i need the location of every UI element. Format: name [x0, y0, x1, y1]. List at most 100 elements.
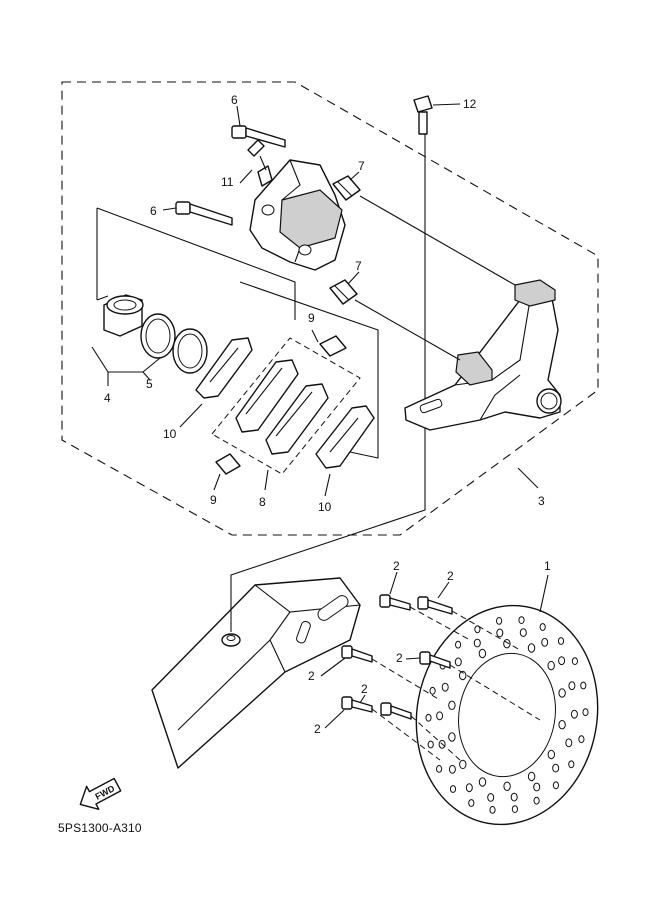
brake-pad-right — [265, 383, 329, 455]
pad-kit-boundary — [211, 337, 361, 475]
disc-vent-hole — [552, 781, 560, 790]
disc-vent-hole — [487, 793, 495, 802]
disc-vent-hole — [568, 681, 576, 691]
disc-vent-hole — [558, 656, 566, 666]
disc-bolt-2 — [417, 596, 453, 615]
fwd-arrow-icon: FWD — [79, 777, 122, 810]
callout-8: 8 — [259, 495, 266, 509]
brake-disc — [415, 604, 599, 826]
disc-vent-hole — [468, 799, 475, 807]
disc-vent-hole — [448, 732, 456, 742]
disc-vent-hole — [454, 657, 462, 667]
disc-vent-hole — [449, 785, 457, 793]
disc-vent-hole — [436, 765, 443, 773]
disc-bolt-4 — [419, 651, 451, 669]
swingarm — [151, 577, 361, 769]
disc-vent-hole — [568, 760, 575, 769]
disc-vent-hole — [580, 681, 587, 690]
disc-vent-hole — [558, 720, 566, 730]
disc-vent-hole — [547, 660, 555, 671]
disc-vent-hole — [503, 781, 511, 791]
callout-12: 12 — [463, 97, 477, 111]
callout-2-a: 2 — [393, 559, 400, 573]
disc-vent-hole — [510, 792, 518, 802]
disc-bolt-1 — [379, 594, 411, 611]
disc-vent-holes — [425, 616, 589, 814]
disc-vent-hole — [448, 764, 456, 774]
shim-left — [195, 337, 253, 399]
disc-vent-hole — [474, 625, 481, 634]
disc-vent-hole — [496, 628, 504, 638]
callout-10-left: 10 — [163, 427, 177, 441]
disc-vent-hole — [459, 759, 467, 770]
disc-vent-hole — [565, 738, 573, 748]
disc-vent-hole — [527, 643, 536, 653]
disc-vent-hole — [448, 700, 456, 710]
disc-vent-hole — [478, 648, 487, 659]
disc-vent-hole — [425, 713, 432, 722]
disc-vent-hole — [496, 617, 503, 625]
piston — [103, 294, 144, 337]
shim-right — [315, 405, 375, 469]
disc-vent-hole — [578, 735, 585, 744]
callout-6-lower: 6 — [150, 204, 157, 218]
callout-9-upper: 9 — [308, 311, 315, 325]
disc-vent-hole — [527, 771, 536, 782]
callout-2-d: 2 — [308, 669, 315, 683]
disc-vent-hole — [459, 670, 467, 681]
callout-1: 1 — [544, 559, 551, 573]
disc-vent-hole — [533, 796, 540, 805]
pad-clip-upper — [319, 335, 347, 357]
disc-vent-hole — [441, 682, 449, 692]
disc-vent-hole — [570, 709, 578, 719]
callout-7-lower: 7 — [355, 259, 362, 273]
disc-vent-hole — [558, 688, 566, 698]
disc-vent-hole — [519, 628, 527, 637]
callout-10-right: 10 — [318, 500, 332, 514]
disc-vent-hole — [436, 711, 444, 721]
disc-vent-hole — [571, 657, 579, 665]
callout-11: 11 — [221, 175, 234, 189]
callout-3: 3 — [538, 494, 545, 508]
caliper-bracket — [404, 279, 562, 431]
disc-vent-hole — [478, 777, 487, 787]
callout-7-upper: 7 — [358, 159, 365, 173]
disc-vent-hole — [557, 637, 565, 645]
caliper-bolt-lower — [175, 201, 233, 226]
caliper-body — [249, 159, 346, 271]
callout-6-upper: 6 — [231, 93, 238, 107]
boot-upper — [332, 175, 361, 201]
disc-bolt-6 — [380, 702, 412, 720]
disc-vent-hole — [473, 638, 481, 648]
callout-2-e: 2 — [361, 682, 368, 696]
disc-vent-hole — [552, 763, 560, 773]
disc-vent-hole — [489, 806, 496, 814]
callout-5: 5 — [146, 377, 153, 391]
disc-vent-hole — [427, 740, 434, 749]
callout-2-b: 2 — [447, 569, 454, 583]
disc-vent-hole — [533, 782, 541, 792]
disc-vent-hole — [541, 637, 549, 647]
bleed-screw — [247, 139, 273, 187]
boot-lower — [329, 279, 358, 305]
assembly-boundary — [61, 81, 599, 536]
bracket-bolt — [413, 95, 433, 135]
disc-vent-hole — [518, 616, 525, 624]
leader-lines — [91, 103, 549, 729]
callout-4: 4 — [104, 391, 111, 405]
pad-clip-lower — [215, 453, 241, 475]
disc-vent-hole — [582, 708, 589, 717]
callout-9-lower: 9 — [210, 493, 217, 507]
brake-pad-left — [235, 359, 299, 433]
disc-vent-hole — [429, 686, 436, 695]
disc-vent-hole — [465, 783, 473, 793]
disc-bolt-3 — [341, 645, 373, 663]
caliper-bolt-upper — [231, 125, 286, 148]
disc-vent-hole — [547, 749, 555, 760]
bracket-leader-line — [230, 132, 426, 632]
disc-vent-hole — [511, 805, 519, 813]
disc-vent-hole — [539, 623, 546, 631]
figure-code: 5PS1300-A310 — [58, 821, 142, 835]
